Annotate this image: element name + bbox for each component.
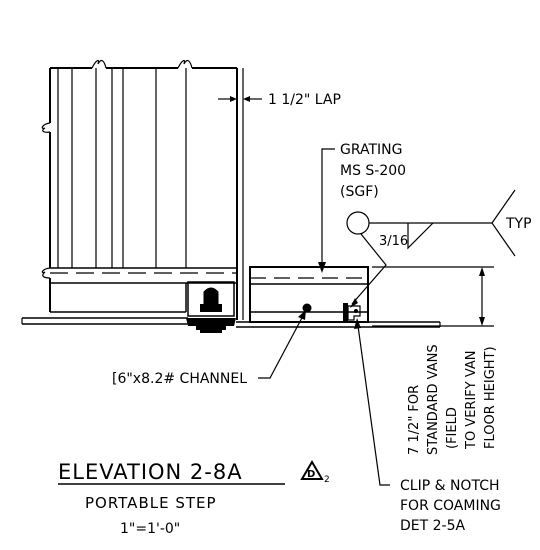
lap-label: 1 1/2" LAP xyxy=(268,92,341,108)
grating-leader xyxy=(318,148,335,273)
lap-dimension xyxy=(218,96,262,102)
portable-step xyxy=(249,266,369,323)
height-note-line-2: STANDARD VANS xyxy=(426,344,441,455)
height-note-line-3: (FIELD xyxy=(445,407,460,449)
drawing-subtitle: PORTABLE STEP xyxy=(85,494,217,512)
clip-label-2: FOR COAMING xyxy=(400,498,501,514)
clip-leader xyxy=(354,318,390,486)
drawing-scale: 1"=1'-0" xyxy=(120,521,180,537)
height-dimension xyxy=(372,266,494,327)
van-body xyxy=(41,59,244,320)
channel-hole xyxy=(302,303,312,313)
clip-label-1: CLIP & NOTCH xyxy=(400,478,500,494)
channel-label: [6"x8.2# CHANNEL xyxy=(112,371,247,387)
revision-number: 2 xyxy=(324,475,330,485)
height-note: 7 1/2" FOR STANDARD VANS (FIELD TO VERIF… xyxy=(407,344,498,455)
revision-letter: D xyxy=(307,469,315,480)
revision-triangle: D 2 xyxy=(300,460,330,485)
weld-symbol xyxy=(346,189,516,308)
weld-size-label: 3/16 xyxy=(379,234,408,249)
height-note-line-1: 7 1/2" FOR xyxy=(407,385,422,455)
grating-label-2: MS S-200 xyxy=(340,163,406,179)
clip-notch xyxy=(343,303,348,322)
clip-label-3: DET 2-5A xyxy=(400,518,465,534)
channel-leader xyxy=(258,310,306,379)
grating-label-3: (SGF) xyxy=(340,184,379,200)
grating-label-1: GRATING xyxy=(340,142,403,158)
height-note-line-5: FLOOR HEIGHT) xyxy=(483,346,498,449)
wheel-bumper xyxy=(186,281,236,333)
height-note-line-4: TO VERIFY VAN xyxy=(464,350,479,450)
typ-label: TYP xyxy=(505,216,532,232)
title-block: ELEVATION 2-8A D 2 PORTABLE STEP 1"=1'-0… xyxy=(58,460,330,537)
drawing-title: ELEVATION 2-8A xyxy=(58,460,243,484)
